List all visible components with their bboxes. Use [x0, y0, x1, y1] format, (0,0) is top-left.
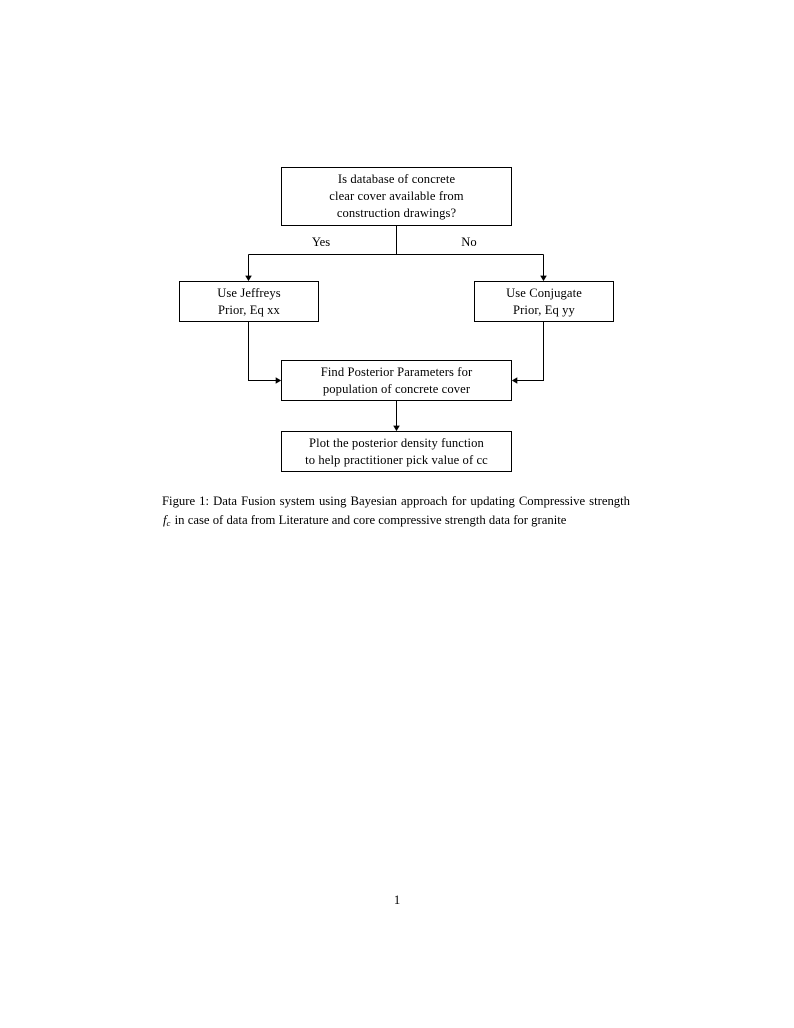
node-question-line-2: clear cover available from: [329, 189, 464, 203]
math-subscript-c: c: [166, 518, 171, 529]
node-conjugate-line-1: Use Conjugate: [506, 285, 582, 300]
connector-jeffreys-to-posterior: [247, 322, 282, 384]
node-question-line-1: Is database of concrete: [337, 172, 456, 186]
node-posterior-line-1: Find Posterior Parameters for: [320, 364, 473, 379]
node-plot-line-2: to help practitioner pick value of cc: [305, 452, 488, 467]
node-use-jeffreys-prior: Use Jeffreys Prior, Eq xx: [179, 281, 319, 322]
node-question-line-3: construction drawings?: [336, 206, 457, 220]
figure-caption-label: Figure 1:: [162, 494, 210, 508]
figure-caption-text-before: Data Fusion system using Bayesian approa…: [209, 494, 631, 508]
node-find-posterior-parameters: Find Posterior Parameters for population…: [281, 360, 512, 401]
node-use-conjugate-prior: Use Conjugate Prior, Eq yy: [474, 281, 614, 322]
node-jeffreys-line-1: Use Jeffreys: [217, 285, 281, 300]
node-conjugate-line-2: Prior, Eq yy: [513, 302, 575, 317]
flowchart-connectors: [245, 226, 547, 432]
figure-caption-math-fc: fc: [162, 513, 171, 529]
figure-caption-text-after: in case of data from Literature and core…: [171, 513, 567, 528]
node-plot-posterior-density: Plot the posterior density function to h…: [281, 431, 512, 472]
node-posterior-line-2: population of concrete cover: [322, 381, 471, 396]
node-question-database: Is database of concrete clear cover avai…: [281, 167, 512, 226]
figure-flowchart: Is database of concrete clear cover avai…: [0, 0, 794, 490]
connector-conjugate-to-posterior: [511, 322, 545, 384]
node-jeffreys-line-2: Prior, Eq xx: [218, 302, 280, 317]
edge-label-no: No: [461, 235, 477, 249]
math-base-f: f: [163, 513, 167, 528]
node-plot-line-1: Plot the posterior density function: [309, 435, 484, 450]
edge-label-yes: Yes: [311, 235, 331, 249]
page-number: 1: [393, 893, 401, 907]
figure-caption: Figure 1: Data Fusion system using Bayes…: [162, 492, 630, 534]
